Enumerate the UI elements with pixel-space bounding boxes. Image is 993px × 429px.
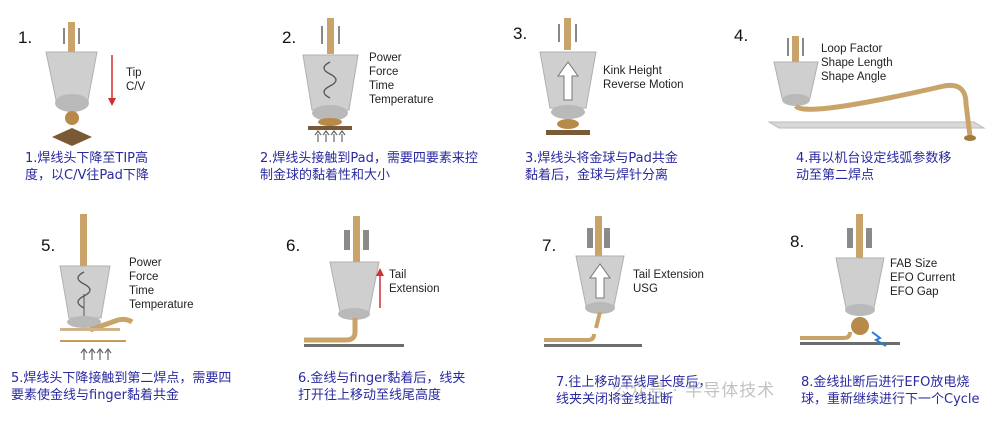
step-caption: 4.再以机台设定线弧参数移动至第二焊点 <box>796 151 952 183</box>
step-caption: 1.焊线头下降至TIP高度，以C/V往Pad下降 <box>25 151 149 183</box>
param-label: Temperature <box>129 299 194 311</box>
param-label: C/V <box>126 81 146 93</box>
param-label: USG <box>633 283 658 295</box>
step-parameters: Tail Extension USG <box>633 268 704 296</box>
step-caption: 2.焊线头接触到Pad，需要四要素来控制金球的黏着性和大小 <box>260 151 478 183</box>
step-1: 1. Tip C/V 1.焊线头下降至TIP高度，以C/V往Pad下降 <box>0 0 248 214</box>
step-parameters: Tail Extension <box>389 268 440 296</box>
ball-separation-illustration <box>539 18 597 135</box>
watermark-text: 公众号 · 半导体技术 <box>612 381 776 401</box>
step-5: 5. Power Force Time Temperature 5.焊线头下降接… <box>0 214 248 428</box>
step-8: 8. FAB Size EFO Current EFO Gap 8.金线扯断后进… <box>744 214 992 428</box>
param-label: Extension <box>389 283 440 295</box>
step-parameters: Kink Height Reverse Motion <box>603 64 684 92</box>
step-parameters: Power Force Time Temperature <box>369 51 434 107</box>
step-2: 2. Power Force Time Temperature 2.焊线头接触到… <box>248 0 496 214</box>
step-caption: 7.往上移动至线尾长度后，线夹关闭将金线扯断 <box>556 375 712 407</box>
efo-ball-formation-illustration <box>800 214 900 347</box>
step-4: 4. Loop Factor Shape Length Shape Angle … <box>734 0 992 214</box>
step-number: 2. <box>282 28 297 47</box>
param-label: Force <box>129 271 159 283</box>
loop-forming-illustration <box>767 36 986 141</box>
step-number: 5. <box>41 236 56 255</box>
step-number: 7. <box>542 236 557 255</box>
wire-tear-illustration <box>544 216 642 347</box>
step-number: 3. <box>513 24 528 43</box>
param-label: Power <box>129 257 162 269</box>
param-label: Tail <box>389 269 407 281</box>
param-label: Reverse Motion <box>603 79 684 91</box>
step-caption: 6.金线与finger黏着后，线夹打开往上移动至线尾高度 <box>298 371 466 403</box>
pad-contact-illustration <box>302 18 359 142</box>
param-label: Tip <box>126 67 142 79</box>
step-number: 8. <box>790 232 805 251</box>
tail-extension-illustration <box>304 216 404 347</box>
step-parameters: Loop Factor Shape Length Shape Angle <box>821 42 893 84</box>
step-caption: 3.焊线头将金球与Pad共金黏着后，金球与焊针分离 <box>525 151 678 183</box>
param-label: Time <box>369 80 395 92</box>
step-parameters: FAB Size EFO Current EFO Gap <box>890 257 955 299</box>
step-7: 7. Tail Extension USG 7.往上移动至线尾长度后，线夹关闭将… <box>496 214 744 428</box>
param-label: Kink Height <box>603 65 662 77</box>
step-6: 6. Tail Extension 6.金线与finger黏着后，线夹打开往上移… <box>248 214 496 428</box>
param-label: Shape Angle <box>821 71 887 83</box>
capillary-descent-illustration <box>45 22 116 146</box>
param-label: Power <box>369 52 402 64</box>
param-label: Force <box>369 66 399 78</box>
second-bond-illustration <box>59 214 134 360</box>
step-3: 3. Kink Height Reverse Motion 3.焊线头将金球与P… <box>496 0 744 214</box>
param-label: EFO Current <box>890 272 956 284</box>
param-label: Shape Length <box>821 57 893 69</box>
param-label: Time <box>129 285 155 297</box>
param-label: EFO Gap <box>890 286 939 298</box>
step-number: 4. <box>734 26 749 45</box>
step-parameters: Tip C/V <box>126 66 145 94</box>
step-number: 1. <box>18 28 33 47</box>
param-label: Temperature <box>369 94 434 106</box>
param-label: FAB Size <box>890 258 938 270</box>
step-caption: 8.金线扯断后进行EFO放电烧球，重新继续进行下一个Cycle <box>801 375 980 407</box>
param-label: Tail Extension <box>633 269 704 281</box>
step-caption: 5.焊线头下降接触到第二焊点，需要四要素使金线与finger黏着共金 <box>11 371 232 403</box>
step-parameters: Power Force Time Temperature <box>129 256 194 312</box>
step-number: 6. <box>286 236 301 255</box>
param-label: Loop Factor <box>821 43 883 55</box>
